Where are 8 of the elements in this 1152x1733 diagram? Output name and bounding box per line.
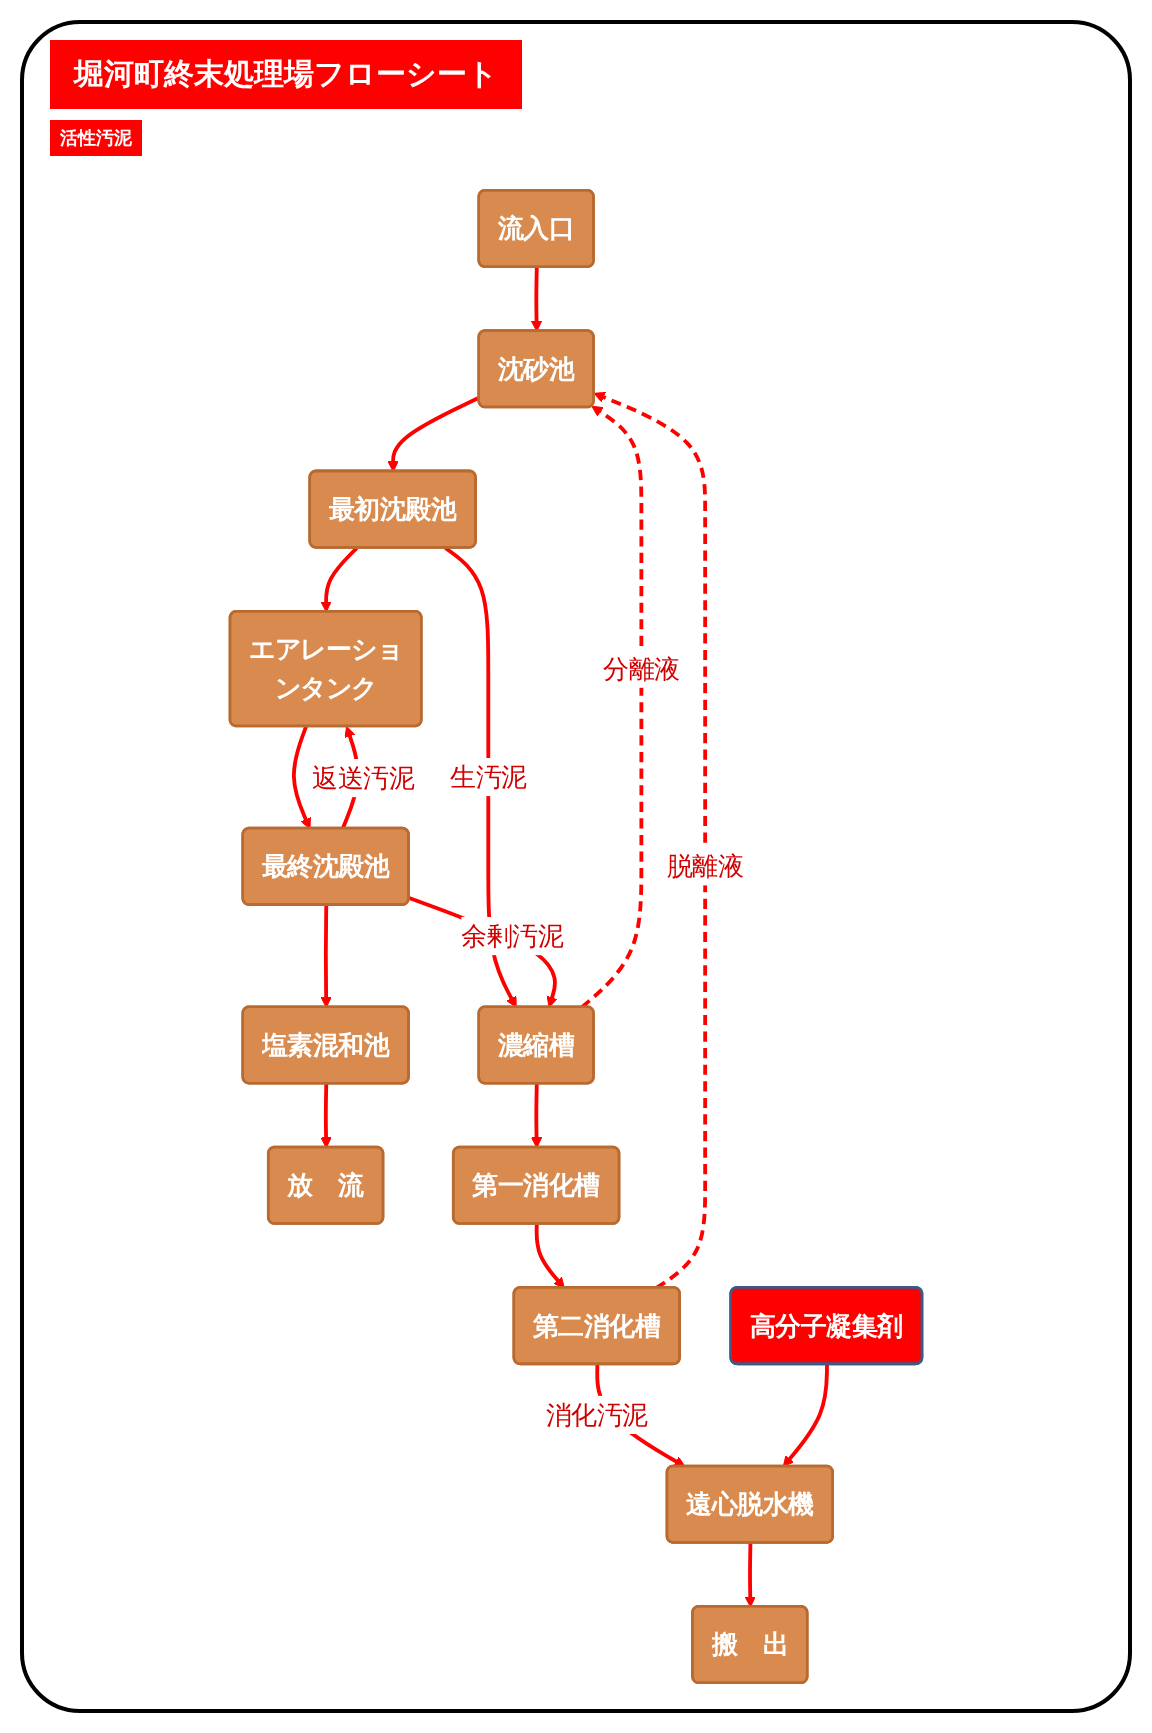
edge-label: 生汚泥 [450,761,527,793]
edge-label: 分離液 [603,653,680,684]
edge-label: 余剰汚泥 [461,920,564,952]
note-label: 活性汚泥 [50,120,142,156]
edge-label: 返送汚泥 [312,762,415,794]
edge-label: 脱離液 [666,851,744,882]
edge-label: 消化汚泥 [545,1399,648,1431]
title-banner: 堀河町終末処理場フローシート [50,40,522,109]
